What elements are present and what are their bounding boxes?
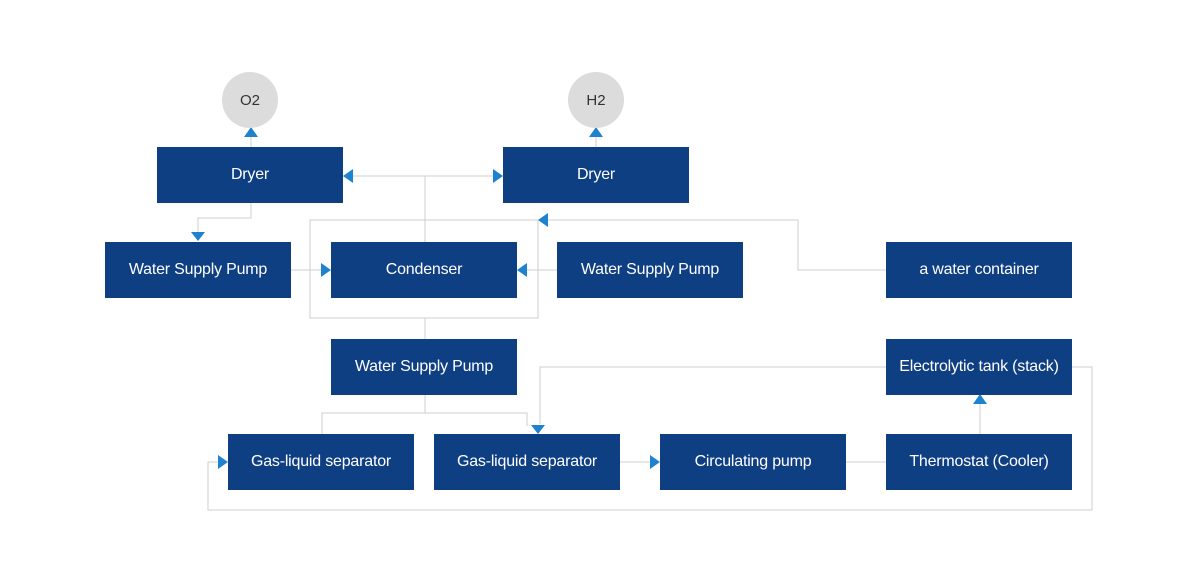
arrow-right-circ-pump (650, 455, 660, 469)
arrow-left-into-condenser (517, 263, 527, 277)
electrolytic-tank: Electrolytic tank (stack) (886, 339, 1072, 395)
connector-tank-to-right-separator (539, 366, 886, 424)
condenser: Condenser (331, 242, 517, 298)
dryer-right: Dryer (503, 147, 689, 203)
connector-center-pump-split (321, 395, 528, 434)
arrow-up-tank (973, 394, 987, 404)
arrow-down-right-separator (531, 425, 545, 434)
water-supply-pump-right: Water Supply Pump (557, 242, 743, 298)
arrow-right-left-separator (218, 455, 228, 469)
arrow-right-into-condenser (321, 263, 331, 277)
arrow-up-o2 (244, 127, 258, 137)
gas-liquid-separator-right: Gas-liquid separator (434, 434, 620, 490)
water-supply-pump-center: Water Supply Pump (331, 339, 517, 395)
water-supply-pump-left: Water Supply Pump (105, 242, 291, 298)
arrow-right-dryer-right (493, 169, 503, 183)
connector-condenser-frame (309, 219, 539, 319)
connector-tank-loop (207, 366, 1093, 511)
connector-dryer-to-left-pump (197, 203, 252, 232)
gas-liquid-separator-left: Gas-liquid separator (228, 434, 414, 490)
arrow-left-dryer-left (343, 169, 353, 183)
arrow-down-left-pump (191, 232, 205, 241)
water-container: a water container (886, 242, 1072, 298)
circulating-pump: Circulating pump (660, 434, 846, 490)
arrow-up-h2 (589, 127, 603, 137)
o2-output: O2 (222, 72, 278, 128)
arrow-left-water-return (538, 213, 548, 227)
thermostat-cooler: Thermostat (Cooler) (886, 434, 1072, 490)
dryer-left: Dryer (157, 147, 343, 203)
h2-output: H2 (568, 72, 624, 128)
connector-water-container (546, 219, 886, 271)
